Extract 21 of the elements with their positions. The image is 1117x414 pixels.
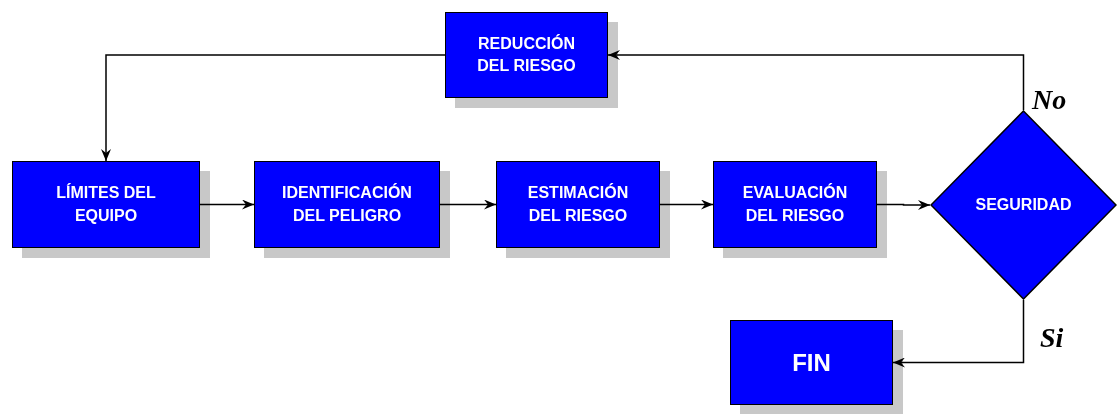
process-box — [730, 320, 893, 405]
decision-diamond — [930, 110, 1117, 300]
process-box — [254, 161, 440, 248]
box-label: LÍMITES DEL EQUIPO — [55, 182, 157, 226]
box-label: REDUCCIÓN DEL RIESGO — [476, 33, 577, 76]
arrow — [607, 50, 1025, 111]
process-box — [445, 12, 608, 98]
process-box — [713, 161, 877, 248]
box-label: EVALUACIÓN DEL RIESGO — [741, 182, 849, 226]
box-label: FIN — [792, 347, 831, 378]
arrow — [199, 199, 255, 210]
process-box — [496, 161, 660, 248]
box-label: ESTIMACIÓN DEL RIESGO — [526, 182, 630, 226]
arrow — [101, 54, 446, 162]
arrow — [659, 199, 714, 210]
box-label: IDENTIFICACIÓN DEL PELIGRO — [281, 182, 413, 226]
arrow — [892, 299, 1025, 368]
arrow — [439, 199, 497, 210]
box-label: SEGURIDAD — [975, 194, 1072, 215]
process-box — [12, 161, 200, 248]
arrow — [876, 200, 931, 210]
